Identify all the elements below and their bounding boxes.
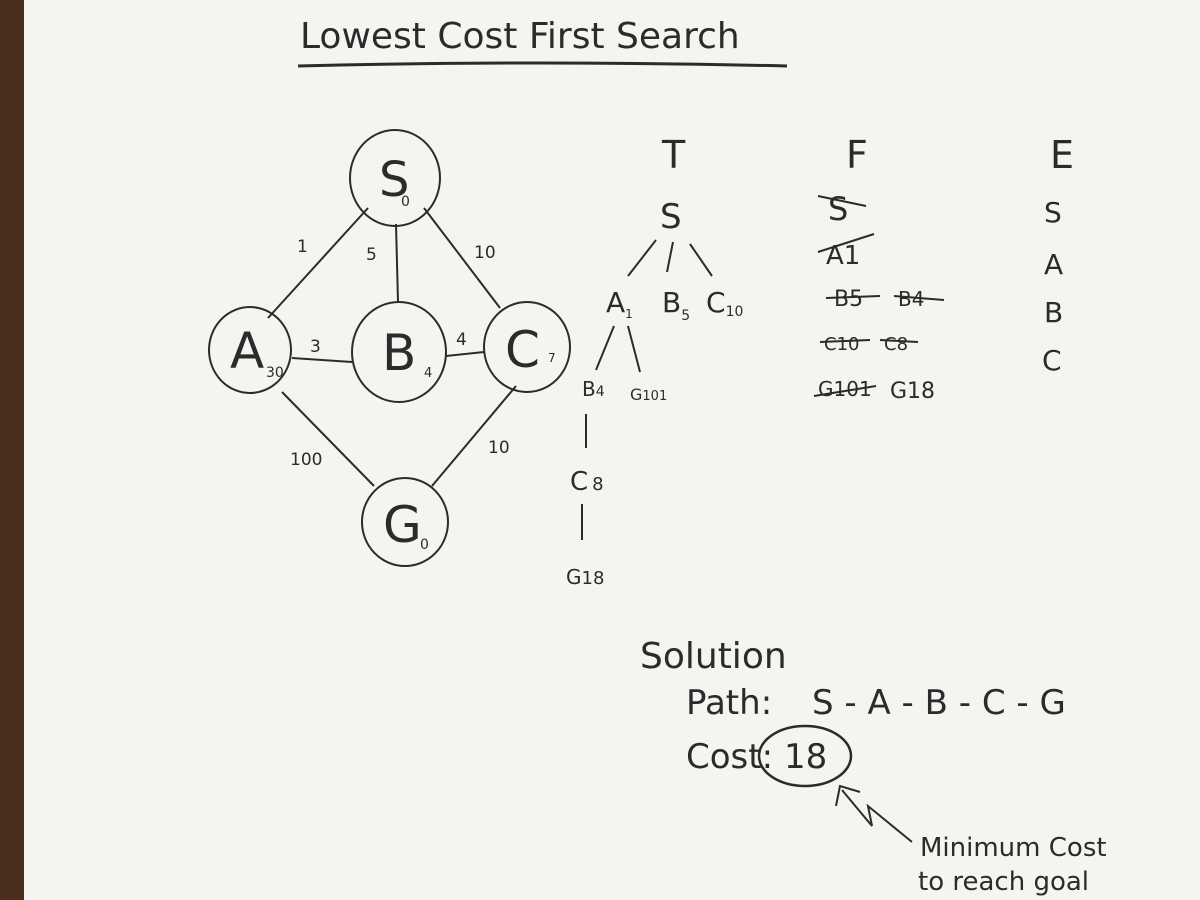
tree-branch-a-b (595, 325, 615, 371)
tree-l1-c: C10 (706, 286, 743, 320)
frontier-entry-s-strike (817, 195, 867, 207)
node-c-h: 7 (548, 351, 556, 365)
tree-root: S (660, 197, 682, 237)
edge-a-b-cost: 3 (310, 337, 321, 357)
frontier-entry-b5: B5 (834, 287, 863, 312)
edge-s-c-cost: 10 (474, 243, 496, 263)
edge-s-a-cost: 1 (297, 237, 308, 257)
edge-c-g-cost: 10 (488, 438, 510, 458)
frontier-entry-c10-strike (819, 339, 871, 343)
node-a-circle (208, 306, 292, 394)
solution-cost-value: 18 (784, 737, 827, 777)
tree-column-header: T (661, 133, 686, 177)
node-g-label: G (383, 496, 422, 554)
tree-l2-b: B4 (582, 377, 605, 401)
frontier-entry-c10: C10 (824, 334, 859, 355)
solution-path-label: Path: (686, 683, 772, 723)
frontier-column-header: F (846, 133, 868, 177)
explored-entry-b: B (1044, 296, 1063, 329)
node-b-label: B (382, 324, 416, 382)
edge-s-a (267, 207, 369, 319)
node-c-circle (483, 301, 571, 393)
frontier-entry-a1: A1 (826, 241, 860, 271)
edge-a-g-cost: 100 (290, 450, 322, 470)
node-b-circle (351, 301, 447, 403)
note-line-2: to reach goal (918, 867, 1089, 897)
edge-s-c (423, 207, 501, 309)
tree-branch-s-b (666, 241, 674, 273)
solution-path: S - A - B - C - G (812, 683, 1066, 723)
node-g-circle (361, 477, 449, 567)
paper (24, 0, 1200, 900)
node-b-h: 4 (424, 366, 432, 381)
tree-l4-g: G18 (566, 565, 604, 589)
graph (208, 129, 571, 567)
frontier-entry-c8-strike (879, 339, 919, 343)
explored-column-header: E (1050, 133, 1074, 177)
explored-entry-s: S (1044, 196, 1062, 229)
solution-cost-circle (757, 724, 853, 788)
frontier-entry-b5-strike (825, 295, 881, 299)
node-c-label: C (505, 321, 540, 379)
edge-s-b-cost: 5 (366, 245, 377, 265)
tree-branch-s-c (689, 243, 713, 277)
explored-entry-a: A (1044, 248, 1063, 281)
edge-b-c-cost: 4 (456, 330, 467, 350)
title-underline (297, 61, 788, 68)
node-s-h: 0 (401, 194, 410, 210)
frontier-entry-b4-strike (893, 295, 945, 301)
edge-a-g (281, 391, 375, 487)
edge-s-b (395, 223, 399, 303)
solution-heading: Solution (640, 636, 787, 677)
note-arrow-line (841, 789, 913, 843)
edge-a-b (291, 357, 353, 363)
frontier-entry-a1-strike (817, 233, 875, 253)
tree-l1-a: A1 (606, 286, 633, 321)
node-s-label: S (379, 152, 409, 208)
node-a-h: 30 (266, 365, 284, 381)
edge-c-g (431, 385, 517, 487)
tree-branches (581, 239, 713, 540)
tree-l1-b: B5 (662, 286, 690, 324)
note-arrow-head (835, 784, 861, 807)
page-title: Lowest Cost First Search (300, 16, 740, 57)
frontier-entry-g101-strike (813, 385, 877, 397)
frontier-entry-s: S (828, 190, 848, 228)
node-g-h: 0 (420, 537, 429, 553)
frontier-entry-c8: C8 (884, 334, 908, 355)
node-a-label: A (230, 322, 264, 380)
explored-entry-c: C (1042, 344, 1062, 377)
node-s-circle (349, 129, 441, 227)
tree-branch-a-g (627, 325, 641, 373)
tree-l2-g: G101 (630, 385, 667, 404)
edge-b-c (445, 351, 485, 357)
note-line-1: Minimum Cost (920, 833, 1107, 863)
tree-branch-s-a (627, 239, 657, 277)
frontier-entry-g18: G18 (890, 379, 935, 404)
